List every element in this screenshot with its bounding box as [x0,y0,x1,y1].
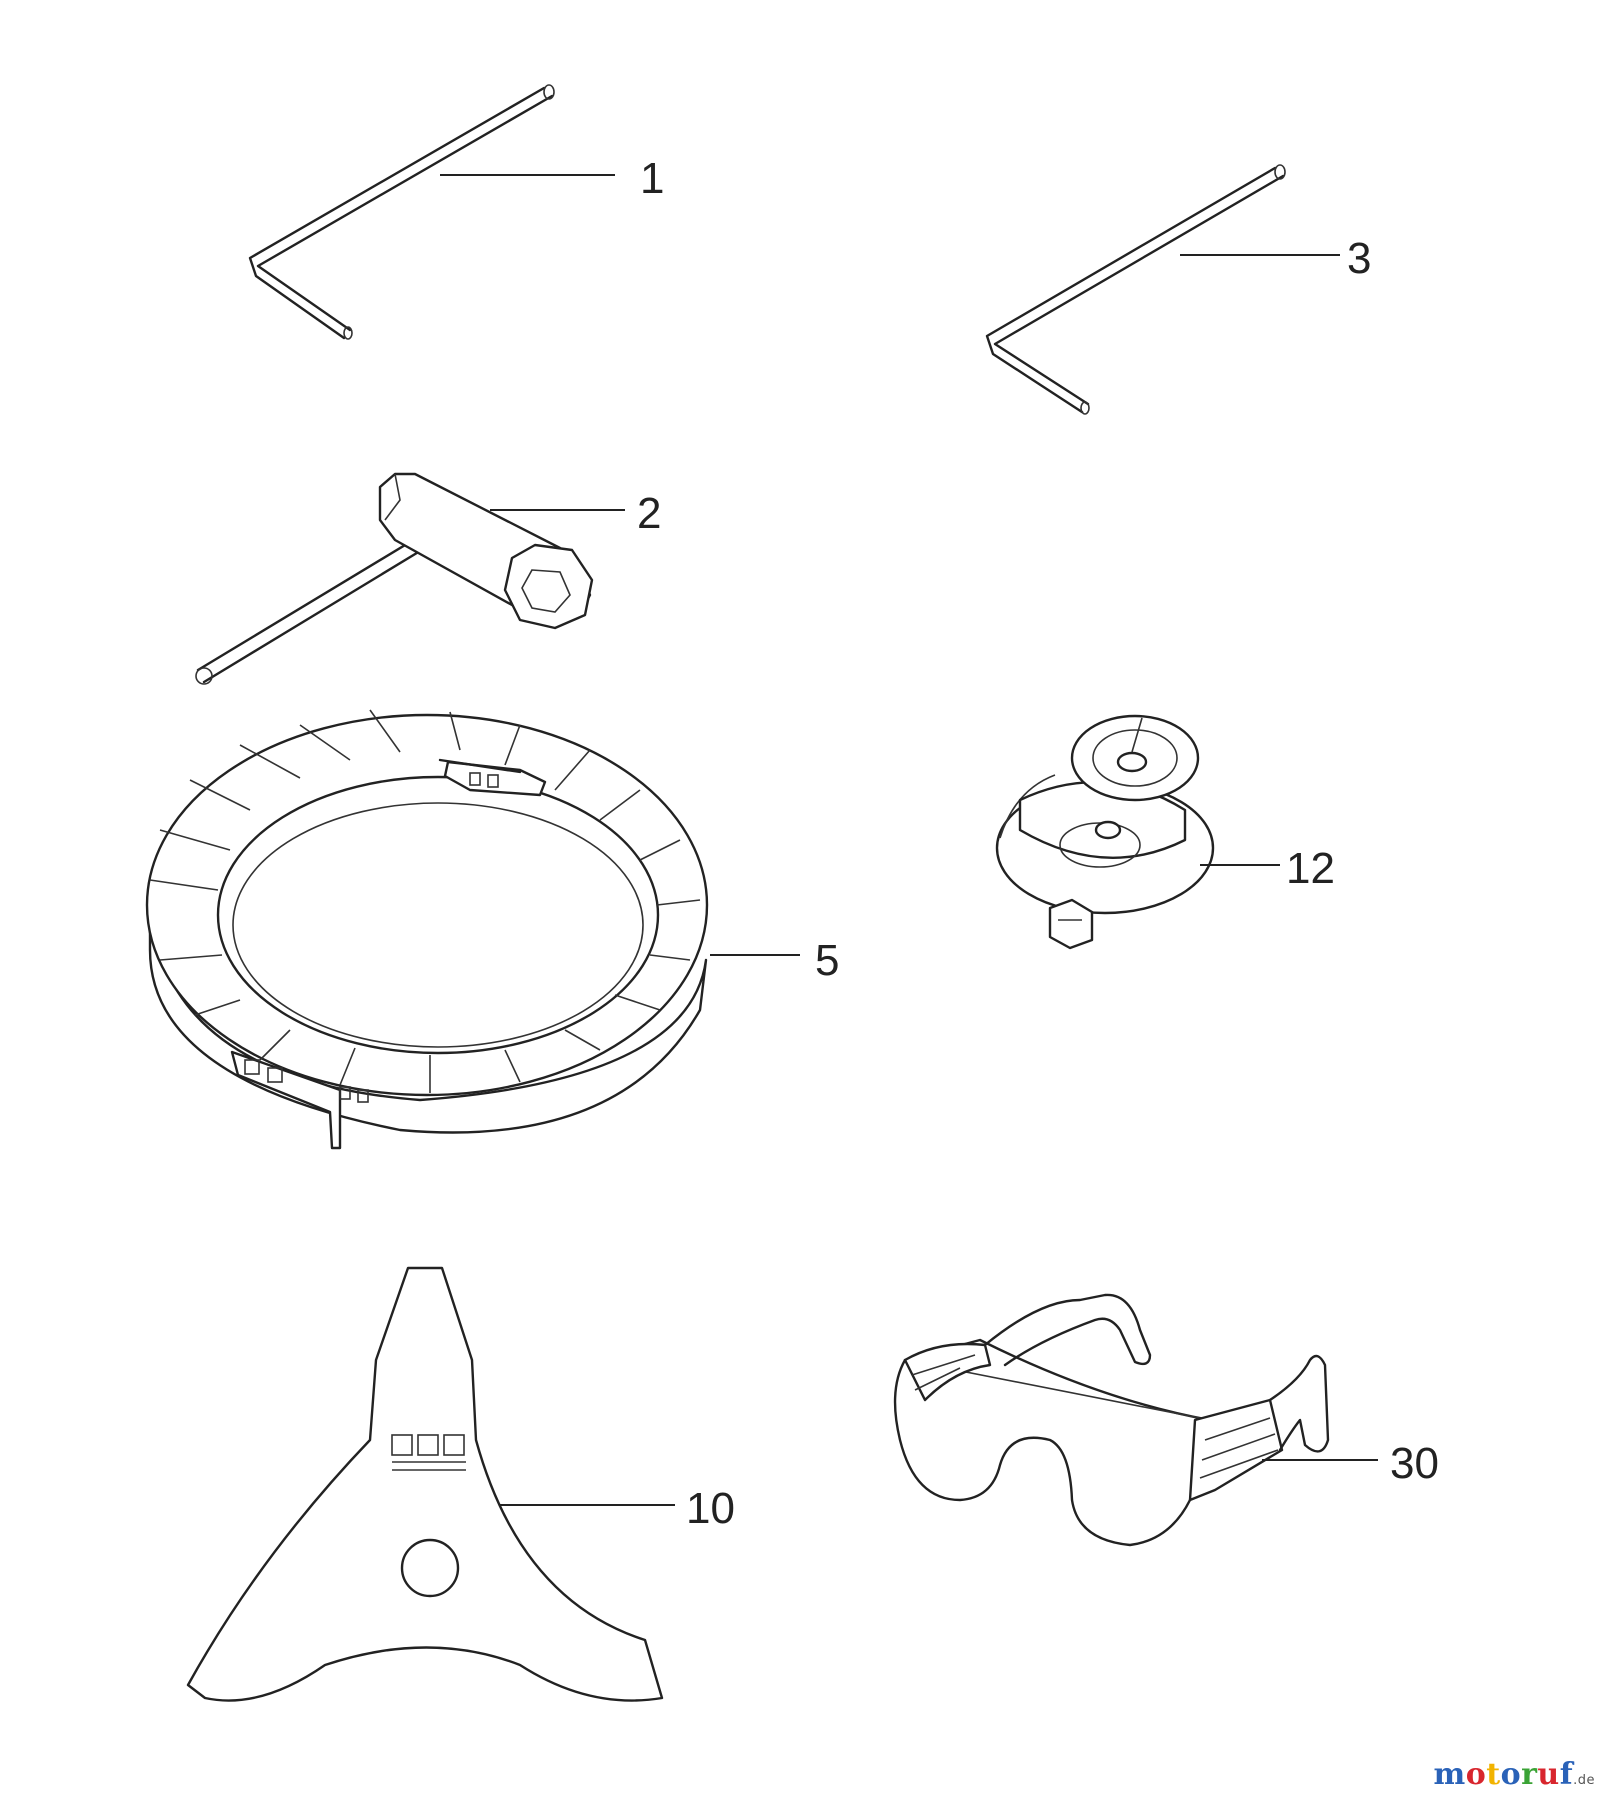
watermark-letter: r [1521,1757,1538,1792]
safety-glasses-30 [893,1293,1378,1547]
blade-holder-12 [995,714,1280,950]
hex-key-1 [248,84,615,340]
watermark-letter: m [1433,1757,1466,1792]
brush-blade-10 [186,1266,675,1702]
hex-key-3 [985,164,1340,415]
watermark-letter: u [1537,1757,1560,1792]
watermark-suffix: .de [1573,1773,1595,1788]
watermark-letter: t [1486,1757,1501,1792]
watermark-letter: f [1559,1757,1574,1792]
callout-3: 3 [1347,234,1371,283]
watermark-letters: motoruf [1433,1757,1573,1792]
callout-1: 1 [640,154,664,203]
callout-30: 30 [1390,1439,1439,1488]
blade-guard-5 [145,709,800,1150]
watermark-letter: o [1500,1757,1522,1792]
callout-5: 5 [815,936,839,985]
watermark-logo: motoruf.de [1433,1757,1595,1792]
callout-10: 10 [686,1484,735,1533]
watermark-letter: o [1465,1757,1487,1792]
socket-wrench-2 [195,472,625,685]
callout-12: 12 [1286,844,1335,893]
callout-2: 2 [637,489,661,538]
